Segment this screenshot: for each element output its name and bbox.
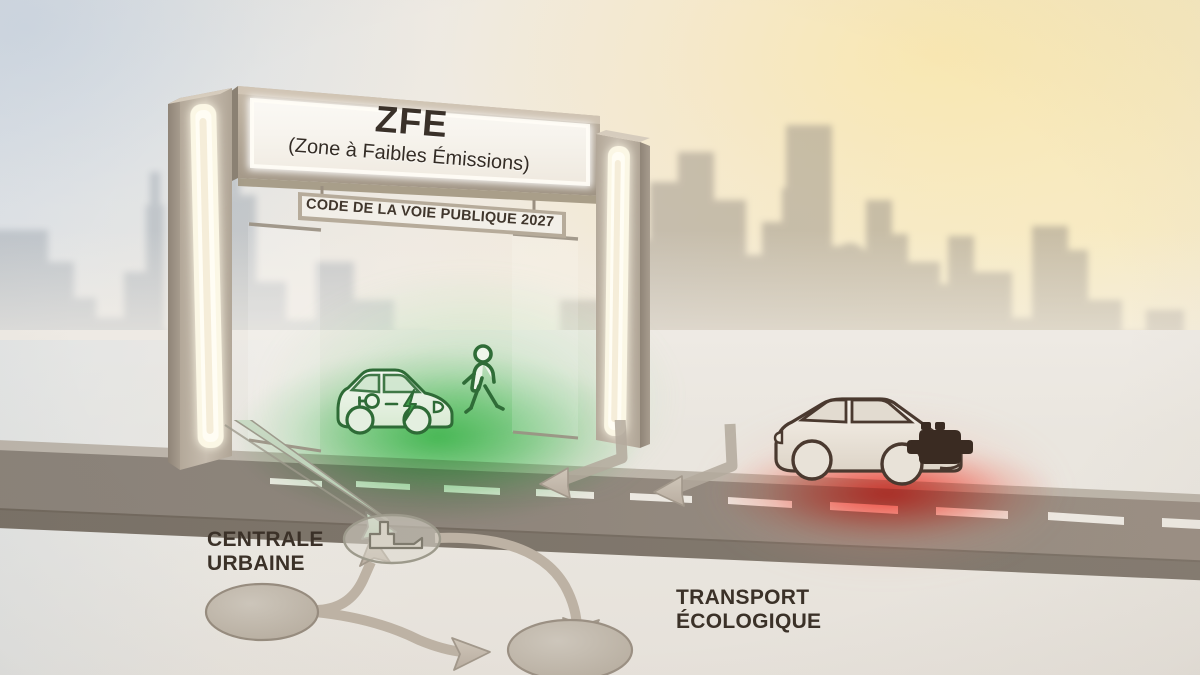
pedestrian-arm-front	[462, 372, 476, 385]
arrow-centrale-to-transport	[314, 607, 491, 671]
zfe-gate-structure	[0, 0, 700, 500]
transport-node	[506, 618, 634, 675]
factory-icon	[368, 520, 424, 550]
arrow-road-to-transport-lower	[653, 423, 738, 507]
engine-block-icon	[907, 422, 973, 464]
arrow-road-to-transport-upper	[539, 420, 628, 499]
factory-node	[342, 513, 442, 565]
sub-sign-face	[302, 196, 562, 234]
plug-icon	[358, 393, 380, 409]
zfe-sign-board	[230, 86, 600, 204]
right-gate-railing	[512, 232, 579, 440]
flow-diagram	[170, 420, 890, 675]
ice-front-window	[850, 398, 915, 424]
ev-rear-window	[349, 373, 381, 394]
right-glowing-pillar	[596, 130, 650, 448]
pedestrian-head	[473, 344, 493, 364]
ev-front-window	[382, 373, 422, 394]
left-pillar-side	[168, 98, 180, 470]
combustion-car	[768, 382, 990, 502]
pedestrian-leg-front	[483, 384, 499, 408]
ev-headlight	[432, 400, 445, 414]
centrale-node	[204, 582, 320, 642]
electric-car	[328, 352, 458, 442]
ice-wheels	[791, 439, 924, 486]
right-pillar-side	[640, 142, 650, 448]
pedestrian-foot-front	[495, 404, 505, 411]
left-glowing-pillar	[168, 88, 232, 470]
pedestrian-arm-back	[481, 361, 496, 384]
sub-sign-board	[298, 186, 566, 238]
pedestrian-foot-back	[464, 406, 473, 414]
ice-tail-lamp	[773, 430, 784, 445]
pedestrian-figure	[455, 344, 511, 428]
lightning-bolt-icon	[403, 389, 417, 422]
ice-bumper	[939, 462, 962, 470]
pedestrian-leg-back	[469, 384, 481, 410]
left-gate-railing	[248, 222, 322, 453]
ice-rear-window	[797, 398, 848, 424]
